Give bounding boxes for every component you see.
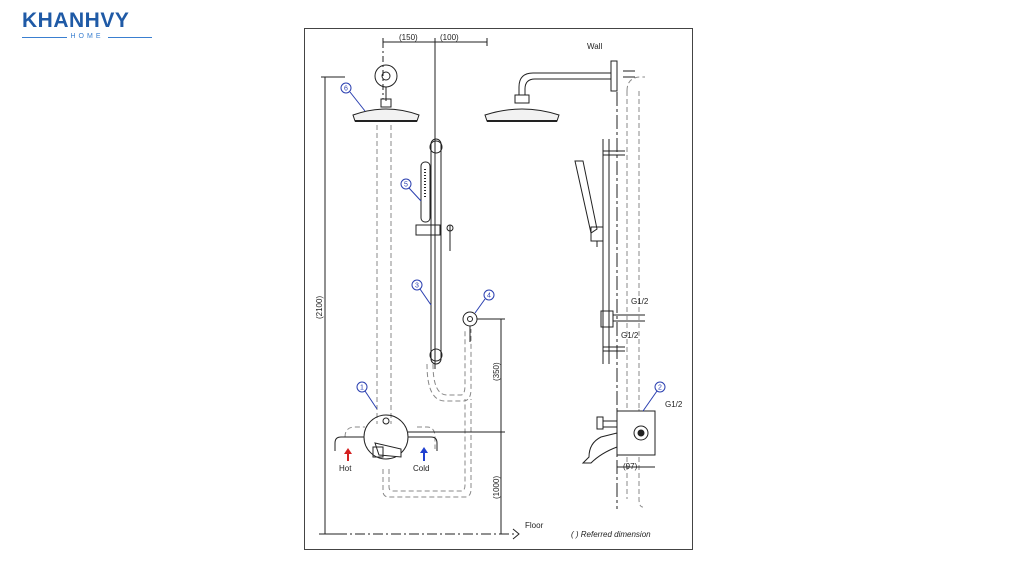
drawing-frame: 6 5 3 4 1 2 (150) (100) (2100) (350) (10… [304,28,693,550]
brand-logo[interactable]: KHANHVY HOME [22,10,152,41]
callout-markers [340,82,666,412]
callout-num-2: 2 [658,385,662,392]
dim-97: (97) [623,462,638,471]
dim-150: (150) [399,33,418,42]
callout-3 [411,279,423,291]
callout-4 [483,289,495,301]
callout-numbers: 6 5 3 4 1 2 [344,86,662,392]
callout-num-4: 4 [487,293,491,300]
label-g12-mixer: G1/2 [665,400,683,409]
brand-sub-text: HOME [70,33,104,40]
brand-subtitle: HOME [22,33,152,41]
dim-1000: (1000) [492,476,501,499]
callout-num-1: 1 [360,385,364,392]
cold-arrow-icon [420,447,428,461]
brand-name: KHANHVY [22,9,130,32]
label-hot: Hot [339,464,352,473]
label-g12-upper: G1/2 [631,297,649,306]
dim-350: (350) [492,362,501,381]
callout-1 [356,381,368,393]
callout-num-3: 3 [415,283,419,290]
callout-num-5: 5 [404,182,408,189]
logo-rule-right [107,36,152,38]
callout-2 [654,381,666,393]
label-floor: Floor [525,521,544,530]
shower-installation-diagram: 6 5 3 4 1 2 (150) (100) (2100) (350) (10… [315,33,683,540]
side-view [484,60,656,509]
dim-100: (100) [440,33,459,42]
front-view [319,38,520,540]
callout-num-6: 6 [344,86,348,93]
referred-dimension-note: ( ) Referred dimension [571,530,651,539]
logo-rule-left [22,36,67,38]
dim-2100: (2100) [315,296,324,319]
callout-5 [400,178,412,190]
label-cold: Cold [413,464,429,473]
hot-arrow-icon [344,448,352,461]
label-wall: Wall [587,42,602,51]
callout-6 [340,82,352,94]
label-g12-middle: G1/2 [621,331,639,340]
